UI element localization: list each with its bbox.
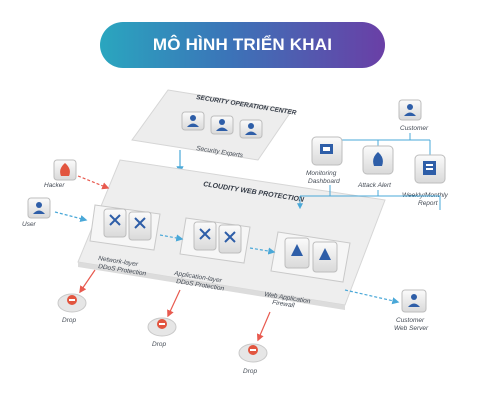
hacker-label: Hacker xyxy=(44,182,65,189)
flow-arrow-to-server xyxy=(344,289,400,305)
drop-label-3: Drop xyxy=(243,368,257,375)
hacker-icon xyxy=(53,159,77,181)
user-traffic-arrow xyxy=(54,211,88,223)
monitoring-label-1: Monitoring xyxy=(306,170,337,177)
drop-label-1: Drop xyxy=(62,317,76,324)
web-server-label-2: Web Server xyxy=(394,325,429,332)
security-expert-icon xyxy=(210,115,234,135)
drop-icon xyxy=(238,343,268,363)
page-title: MÔ HÌNH TRIỂN KHAI xyxy=(152,35,333,54)
monitoring-label-2: Dashboard xyxy=(308,178,340,185)
drop-arrow-1 xyxy=(79,269,96,294)
customer-label: Customer xyxy=(400,125,429,132)
user-icon xyxy=(27,197,51,219)
drop-icon xyxy=(147,317,177,337)
user-label: User xyxy=(22,221,37,228)
customer-icon xyxy=(398,99,422,121)
hacker-traffic-arrow xyxy=(77,175,110,190)
platform-output-connectors xyxy=(297,185,441,210)
drop-arrow-3 xyxy=(256,311,271,342)
report-label-2: Report xyxy=(418,200,439,207)
attack-alert-icon xyxy=(362,145,394,175)
title-banner: MÔ HÌNH TRIỂN KHAI xyxy=(100,22,385,68)
report-icon xyxy=(414,154,446,184)
web-server-icon xyxy=(401,289,427,313)
network-layer-module xyxy=(89,204,161,251)
security-expert-icon xyxy=(239,119,263,139)
flow-arrow-1 xyxy=(159,234,184,242)
drop-arrow-2 xyxy=(167,289,181,318)
drop-label-2: Drop xyxy=(152,341,166,348)
drop-icon xyxy=(57,293,87,313)
waf-module xyxy=(270,231,351,283)
waf-label-2: Firewall xyxy=(272,299,296,310)
attack-alert-label: Attack Alert xyxy=(357,182,392,189)
application-layer-module xyxy=(179,217,251,264)
security-expert-icon xyxy=(181,111,205,131)
monitoring-dashboard-icon xyxy=(311,136,343,166)
flow-arrow-2 xyxy=(249,247,276,255)
web-server-label-1: Customer xyxy=(396,317,425,324)
